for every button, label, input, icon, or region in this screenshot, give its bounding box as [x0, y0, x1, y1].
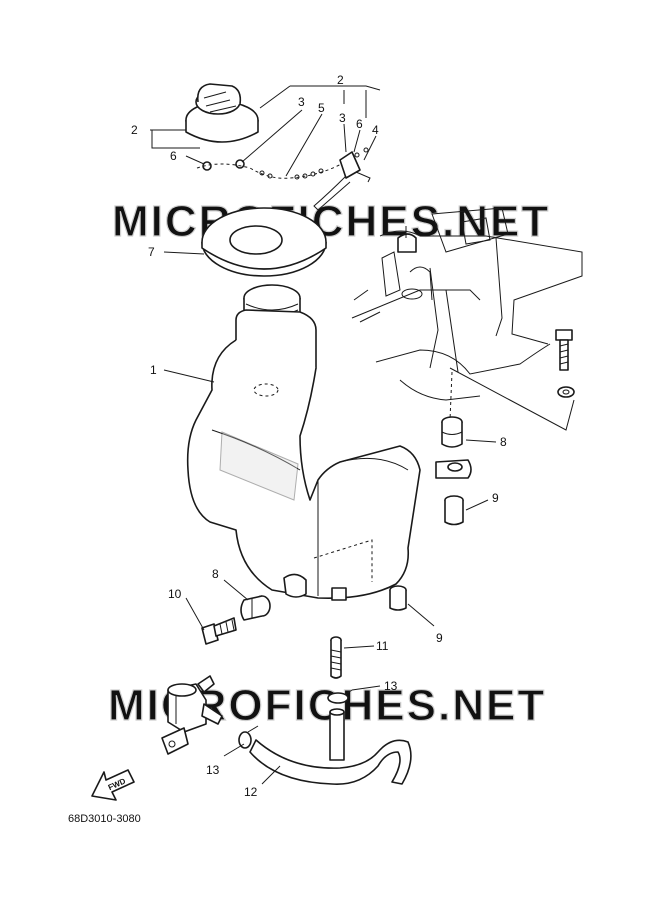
callout-4: 4 — [372, 123, 379, 137]
callout-6-left: 6 — [170, 149, 177, 163]
callout-3-left: 3 — [298, 95, 305, 109]
callout-12: 12 — [244, 785, 258, 799]
callout-2-left: 2 — [131, 123, 138, 137]
watermark-top: MICROFICHES.NET — [112, 197, 550, 246]
drain-bolt — [201, 617, 237, 645]
mount-bolt — [555, 329, 575, 398]
callout-3-right: 3 — [339, 111, 346, 125]
fuel-cap — [185, 83, 259, 143]
collar-bottom — [389, 585, 407, 611]
callout-8-right: 8 — [500, 435, 507, 449]
fuel-cock — [161, 675, 223, 755]
callout-11: 11 — [376, 639, 389, 653]
callout-10: 10 — [168, 587, 182, 601]
fuel-hose — [249, 708, 412, 785]
collar-right — [444, 495, 464, 526]
callout-13-right: 13 — [384, 679, 398, 693]
callout-8-left: 8 — [212, 567, 219, 581]
engine-bracket-area — [351, 207, 583, 431]
filler-gasket — [201, 207, 327, 277]
callout-2-top: 2 — [337, 73, 344, 87]
hose-clip-right — [327, 689, 353, 704]
hose-clip-left — [238, 725, 259, 749]
grommet-left — [240, 595, 271, 621]
callout-13-left: 13 — [206, 763, 220, 777]
cap-chain-assembly — [196, 147, 371, 211]
callout-9-right: 9 — [492, 491, 499, 505]
callout-5: 5 — [318, 101, 325, 115]
callout-6-right: 6 — [356, 117, 363, 131]
diagram-code: 68D3010-3080 — [68, 813, 141, 825]
callout-1: 1 — [150, 363, 157, 377]
fuel-joint-pipe — [330, 636, 342, 679]
callout-9-bottom: 9 — [436, 631, 443, 645]
grommet-right — [441, 416, 463, 448]
callout-7: 7 — [148, 245, 155, 259]
fuel-tank — [186, 284, 472, 601]
forward-arrow: FWD — [91, 769, 135, 801]
leader-lines — [150, 85, 497, 785]
